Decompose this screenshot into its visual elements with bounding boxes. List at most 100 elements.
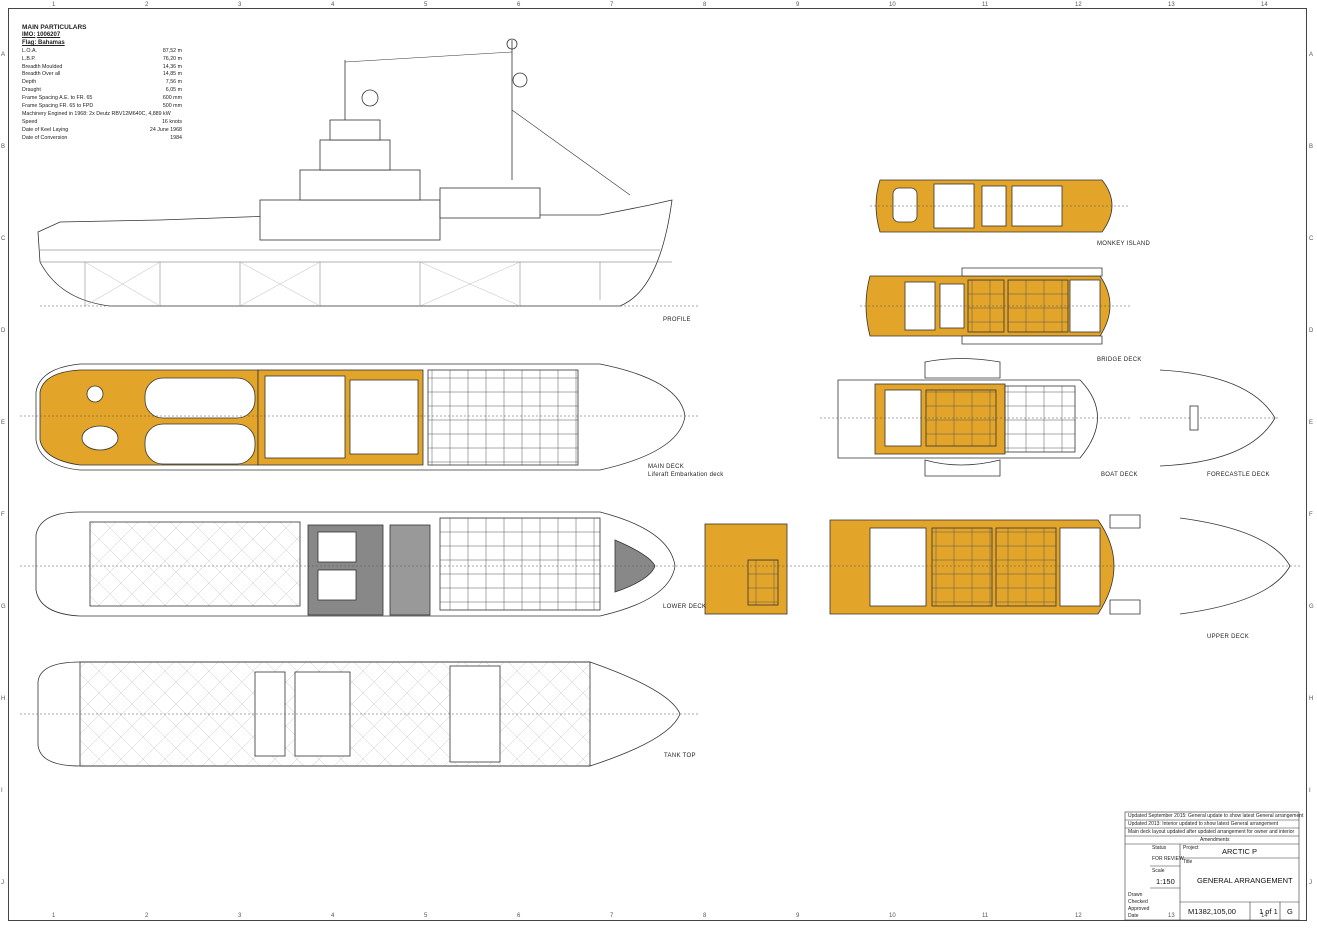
label-liferaft: Liferaft Embarkation deck — [648, 472, 724, 478]
profile-view — [37, 38, 700, 307]
particulars-rows: L.O.A. 87,52 m L.B.P. 76,20 m Breadth Moulde… — [22, 48, 182, 143]
ruler-number: 4 — [331, 2, 335, 8]
ruler-number: 11 — [982, 2, 989, 8]
ruler-letter: E — [1309, 420, 1314, 426]
ruler-letter: F — [1309, 512, 1313, 518]
ruler-number: 4 — [331, 913, 335, 919]
ruler-letter: G — [1309, 604, 1314, 610]
main-deck-view — [20, 363, 700, 471]
ruler-number: 8 — [703, 2, 707, 8]
ruler-number: 6 — [517, 913, 521, 919]
revision-3: Main deck layout updated after updated a… — [1128, 829, 1295, 835]
ruler-number: 8 — [703, 913, 707, 919]
ruler-letter: J — [1, 880, 4, 886]
drawing-frame — [8, 8, 1307, 921]
ruler-letter: D — [1309, 328, 1314, 334]
project-value: ARCTIC P — [1222, 847, 1258, 856]
ruler-number: 2 — [145, 2, 149, 8]
tank-top-view — [20, 661, 700, 767]
ruler-number: 9 — [796, 2, 800, 8]
particular-value: 7,56 m — [165, 79, 182, 86]
ruler-letter: C — [1309, 236, 1314, 242]
title-block-frame — [1124, 811, 1300, 921]
particular-key: Frame Spacing A.E. to FR. 65 — [22, 95, 93, 102]
amendments-label: Amendments — [1200, 837, 1230, 843]
ruler-number: 14 — [1261, 913, 1268, 919]
scale-label: Scale — [1152, 868, 1165, 874]
particular-key: Breadth Over all — [22, 71, 61, 78]
particular-value: 1984 — [170, 134, 182, 141]
ruler-letter: A — [1309, 52, 1314, 58]
particular-row: L.B.P. 76,20 m — [22, 56, 182, 64]
project-label: Project — [1183, 845, 1199, 851]
revision-2: Updated 2013: Interior updated to show l… — [1128, 821, 1279, 827]
particular-value: 6,05 m — [165, 87, 182, 94]
forecastle-deck-view — [1140, 369, 1280, 467]
ruler-letter: F — [1, 512, 5, 518]
ruler-letter: B — [1, 144, 6, 150]
particular-key: Draught — [22, 87, 41, 94]
ruler-number: 10 — [889, 913, 896, 919]
particular-value: 14,85 m — [162, 71, 182, 78]
date-label-1: Drawn — [1128, 892, 1143, 898]
particular-row: Frame Spacing A.E. to FR. 65 600 mm — [22, 95, 182, 103]
ruler-number: 5 — [424, 913, 428, 919]
label-tank-top: TANK TOP — [664, 753, 696, 759]
ruler-number: 12 — [1075, 913, 1082, 919]
flag: Flag: Bahamas — [22, 39, 65, 46]
upper-deck-view — [690, 514, 1300, 615]
ruler-number: 9 — [796, 913, 800, 919]
particulars-title: MAIN PARTICULARS — [22, 24, 87, 31]
particular-key: L.O.A. — [22, 47, 38, 54]
ruler-number: 5 — [424, 2, 428, 8]
ruler-letter: B — [1309, 144, 1314, 150]
date-label-4: Date — [1128, 913, 1139, 919]
ruler-number: 7 — [610, 913, 614, 919]
particular-value: 500 mm — [162, 103, 182, 110]
monkey-island-view — [870, 179, 1130, 233]
ruler-letter: I — [1309, 788, 1311, 794]
particular-value: 14,36 m — [162, 63, 182, 70]
lower-deck-view — [20, 511, 690, 617]
label-profile: PROFILE — [663, 317, 691, 323]
ruler-number: 3 — [238, 2, 242, 8]
scale-value: 1:150 — [1156, 877, 1175, 886]
boat-deck-view — [820, 358, 1130, 477]
particular-row: Breadth Over all 14,85 m — [22, 71, 182, 79]
ruler-letter: H — [1309, 696, 1314, 702]
particular-key: Machinery Engined in 1968: 2x Deutz RBV1… — [22, 110, 171, 117]
imo-label: IMO: — [22, 31, 36, 38]
imo-value: 1006207 — [36, 31, 61, 38]
particular-value: 87,52 m — [162, 47, 182, 54]
ruler-number: 13 — [1168, 913, 1175, 919]
revision-letter: G — [1287, 907, 1293, 916]
particular-row: Machinery Engined in 1968: 2x Deutz RBV1… — [22, 111, 182, 119]
particular-value: 16 knots — [161, 118, 182, 125]
drawing-number: M1382,105,00 — [1188, 907, 1236, 916]
label-monkey-island: MONKEY ISLAND — [1097, 241, 1151, 247]
ruler-letter: J — [1309, 880, 1312, 886]
ruler-number: 12 — [1075, 2, 1082, 8]
ruler-number: 1 — [52, 913, 56, 919]
particular-key: L.B.P. — [22, 55, 36, 62]
ruler-number: 1 — [52, 2, 56, 8]
ruler-letter: I — [1, 788, 3, 794]
ruler-number: 2 — [145, 913, 149, 919]
particular-value: 600 mm — [162, 95, 182, 102]
date-label-3: Approved — [1128, 906, 1150, 912]
status-value: FOR REVIEW — [1152, 856, 1184, 862]
label-bridge-deck: BRIDGE DECK — [1097, 357, 1142, 363]
particular-key: Date of Keel Laying — [22, 126, 69, 133]
main-particulars: MAIN PARTICULARS IMO: 1006207 Flag: Baha… — [22, 24, 182, 143]
label-main-deck: MAIN DECK — [648, 464, 685, 470]
particular-value: 76,20 m — [162, 55, 182, 62]
bridge-deck-view — [860, 267, 1130, 345]
ruler-number: 10 — [889, 2, 896, 8]
sheet-number: 1 of 1 — [1259, 907, 1278, 916]
particular-row: Draught 6,05 m — [22, 87, 182, 95]
ruler-letter: D — [1, 328, 6, 334]
